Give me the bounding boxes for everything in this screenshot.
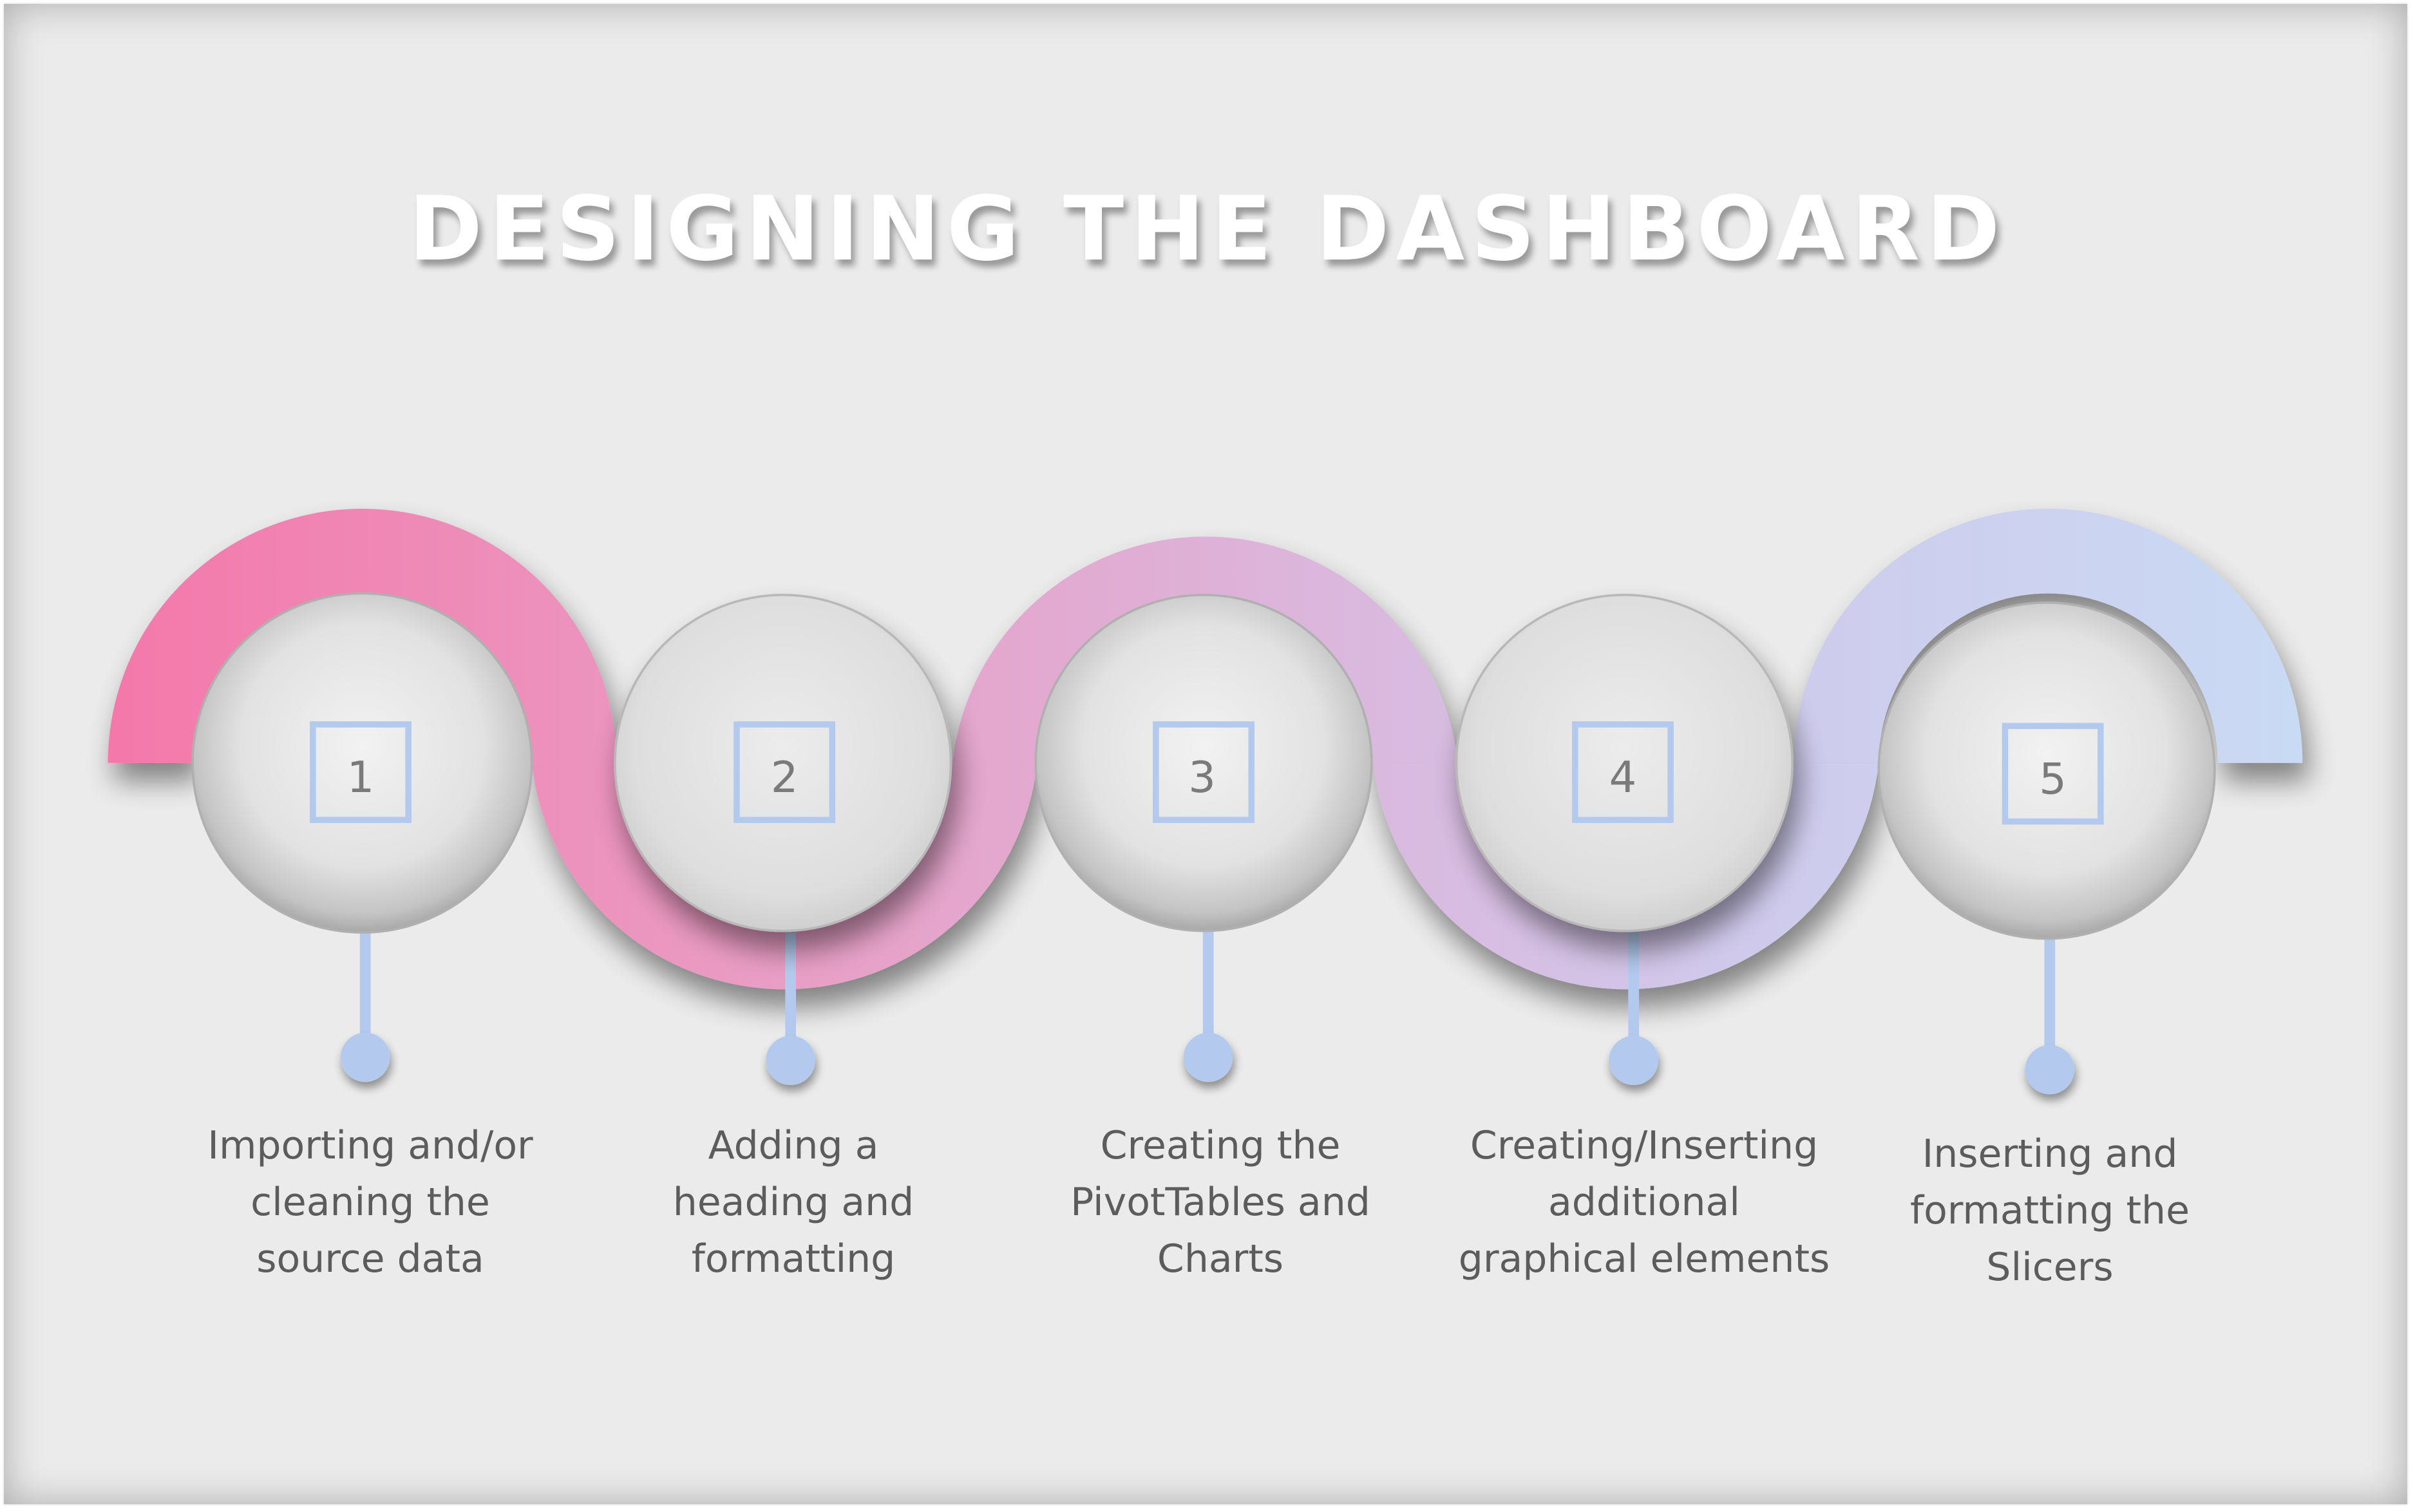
number-box <box>1571 721 1674 824</box>
connector-dot-icon <box>1609 1035 1658 1086</box>
step-number: 5 <box>2039 754 2067 804</box>
step-2-label: Adding a heading and formatting <box>672 1123 914 1281</box>
step-1: 1 <box>191 592 533 1082</box>
wave-band <box>108 508 2303 990</box>
step-5: 5 <box>1877 601 2216 1095</box>
connector-dot-icon <box>766 1035 815 1086</box>
step-number: 1 <box>347 752 375 802</box>
page-title: DESIGNING THE DASHBOARD <box>408 177 2007 281</box>
step-number: 3 <box>1188 752 1216 802</box>
step-circle <box>1034 594 1373 932</box>
connector-dot-icon <box>2025 1044 2075 1095</box>
step-number: 4 <box>1609 752 1637 802</box>
step-circle <box>1877 601 2216 940</box>
connector-dot-icon <box>340 1032 390 1082</box>
number-box <box>2002 723 2104 825</box>
number-box <box>1153 721 1255 824</box>
step-4-label: Creating/Inserting additional graphical … <box>1458 1123 1830 1281</box>
step-circle <box>191 592 533 934</box>
number-box <box>310 721 412 824</box>
step-4: 4 <box>1455 594 1794 1086</box>
step-1-label: Importing and/or cleaning the source dat… <box>207 1123 533 1281</box>
connector-dot-icon <box>1183 1032 1233 1082</box>
step-3: 3 <box>1034 594 1373 1082</box>
step-circle <box>614 594 952 932</box>
step-circle <box>1455 594 1794 932</box>
step-3-label: Creating the PivotTables and Charts <box>1070 1123 1370 1281</box>
step-2: 2 <box>614 594 952 1086</box>
step-5-label: Inserting and formatting the Slicers <box>1909 1131 2190 1290</box>
step-number: 2 <box>771 752 799 802</box>
number-box <box>734 721 836 824</box>
